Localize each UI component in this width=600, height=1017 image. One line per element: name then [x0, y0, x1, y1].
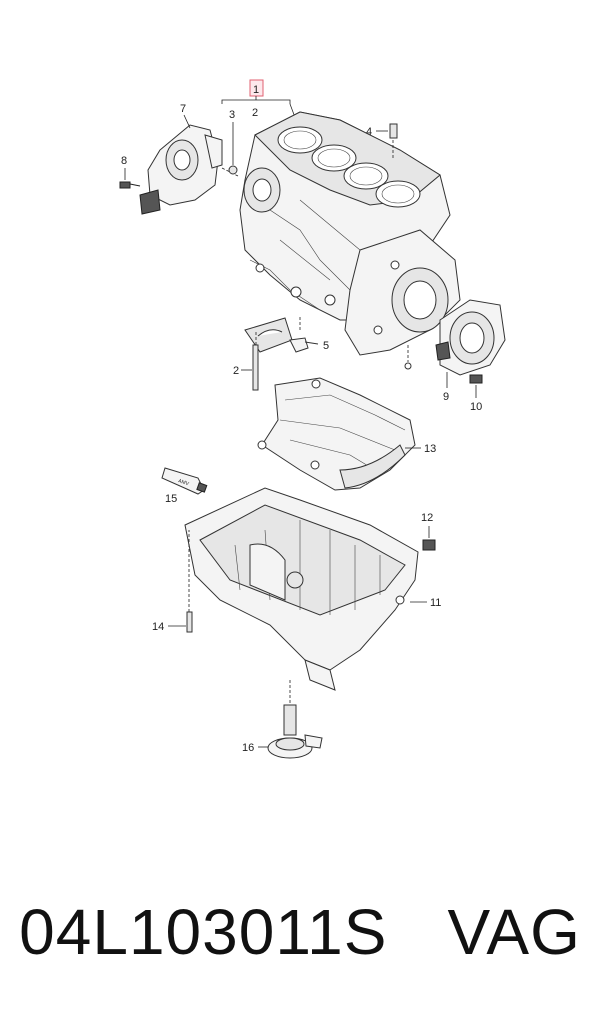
footer: 04L103011S VAG: [0, 892, 600, 972]
engine-block: [239, 111, 461, 356]
front-seal-flange: [139, 124, 223, 215]
bolt-14: [186, 611, 193, 633]
callout-1-box: [249, 79, 264, 97]
callout-8[interactable]: 8: [121, 155, 127, 167]
callout-11[interactable]: 11: [430, 597, 441, 609]
callout-16[interactable]: 16: [242, 742, 254, 754]
oil-baffle: [257, 377, 416, 491]
oil-pan: [184, 487, 419, 691]
callout-12[interactable]: 12: [421, 512, 433, 524]
drain-plug-12: [422, 539, 436, 551]
brand: VAG: [447, 896, 581, 968]
callout-13[interactable]: 13: [424, 443, 436, 455]
callout-9[interactable]: 9: [443, 391, 449, 403]
bolt-8: [119, 181, 141, 189]
dowel-3: [228, 165, 238, 175]
bearing-cap: [244, 317, 293, 353]
callout-10[interactable]: 10: [470, 401, 482, 413]
jet-5: [289, 337, 319, 353]
parts-diagram: 1 2 7 8: [119, 79, 506, 759]
callout-2-top[interactable]: 2: [252, 107, 258, 119]
bolt-10: [469, 374, 483, 384]
callout-7[interactable]: 7: [180, 103, 186, 115]
callout-15[interactable]: 15: [165, 493, 177, 505]
part-number: 04L103011S: [19, 896, 388, 968]
sealant-tube: AMV: [161, 467, 208, 495]
sleeve-4: [389, 123, 398, 139]
bolt-2: [252, 344, 259, 391]
oil-level-sensor: [267, 704, 323, 759]
callout-4[interactable]: 4: [366, 126, 372, 138]
callout-2-bolt[interactable]: 2: [233, 365, 239, 377]
callout-14[interactable]: 14: [152, 621, 164, 633]
tube-label: AMV: [177, 478, 190, 487]
callout-3[interactable]: 3: [229, 109, 235, 121]
callout-1[interactable]: 1: [253, 84, 259, 96]
rear-seal-flange: [435, 299, 506, 376]
callout-5[interactable]: 5: [323, 340, 329, 352]
